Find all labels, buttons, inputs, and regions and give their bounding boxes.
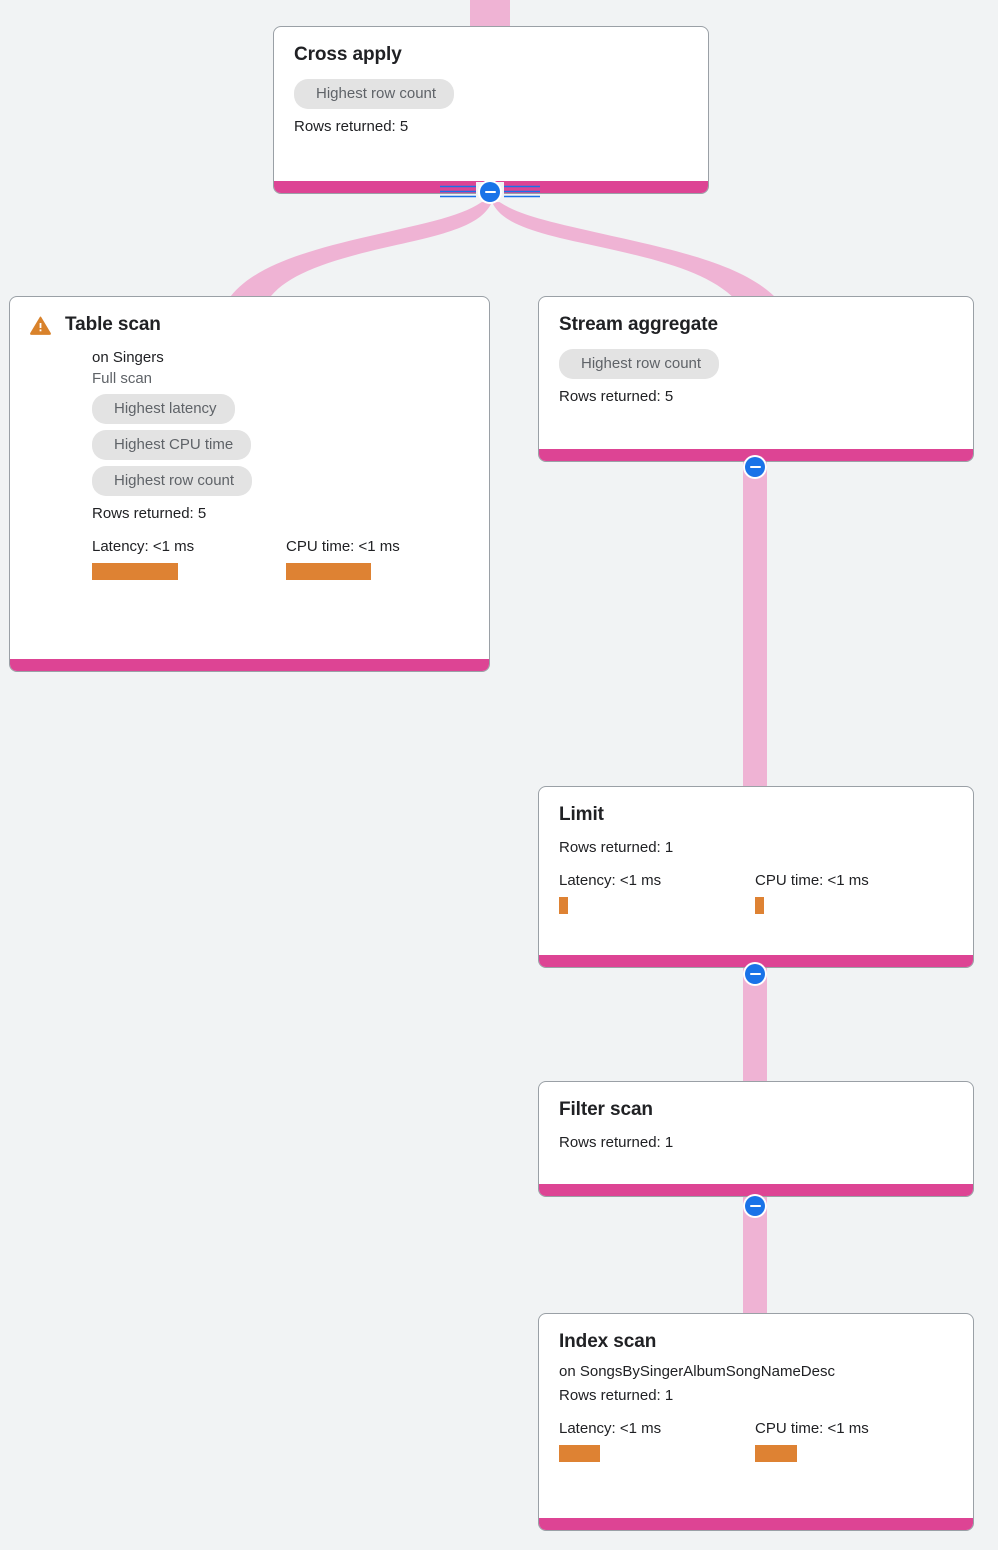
metric-cpu-time-bar [755, 1445, 797, 1462]
node-title-row: Cross apply [294, 43, 688, 67]
toggle-stream-aggregate[interactable] [743, 455, 767, 479]
metric-latency-bar [559, 1445, 600, 1462]
minus-circle-icon [745, 964, 765, 984]
metric-latency: Latency: <1 ms [559, 1419, 755, 1462]
chip-highest-row-count: Highest row count [559, 349, 720, 379]
node-accent-bar [539, 1518, 973, 1530]
rows-returned: Rows returned: 1 [559, 839, 674, 856]
edge-root-in [470, 0, 510, 28]
minus-circle-icon [745, 457, 765, 477]
metric-cpu-time-label: CPU time: <1 ms [755, 1420, 869, 1437]
node-index-scan[interactable]: Index scan on SongsBySingerAlbumSongName… [538, 1313, 974, 1531]
metric-cpu-time-label: CPU time: <1 ms [286, 538, 400, 555]
edge-crossapply-streamaggregate [492, 196, 778, 300]
metric-latency-bar [559, 897, 568, 914]
metric-cpu-time: CPU time: <1 ms [286, 537, 400, 580]
metric-latency-label: Latency: <1 ms [92, 538, 195, 555]
node-table-scan[interactable]: Table scan on Singers Full scan Highest … [9, 296, 490, 672]
metric-cpu-time: CPU time: <1 ms [755, 1419, 869, 1462]
node-title-row: Limit [559, 803, 953, 827]
metric-latency: Latency: <1 ms [92, 537, 286, 580]
chip-highest-latency: Highest latency [92, 394, 235, 424]
node-title-row: Filter scan [559, 1098, 953, 1122]
node-scan-type: Full scan [92, 370, 153, 387]
metric-cpu-time-label: CPU time: <1 ms [755, 872, 869, 889]
node-body: Limit Rows returned: 1 Latency: <1 ms CP… [539, 787, 973, 955]
node-body: Filter scan Rows returned: 1 [539, 1082, 973, 1184]
minus-glyph [484, 190, 496, 194]
node-title-row: Index scan [559, 1330, 953, 1354]
node-metrics: Latency: <1 ms CPU time: <1 ms [559, 871, 953, 914]
node-title: Limit [559, 804, 604, 825]
node-body: Index scan on SongsBySingerAlbumSongName… [539, 1314, 973, 1518]
chip-highest-row-count: Highest row count [294, 79, 455, 109]
node-chips: Highest row count [559, 349, 953, 379]
node-accent-bar [539, 1184, 973, 1196]
node-title: Table scan [65, 314, 161, 335]
metric-latency-label: Latency: <1 ms [559, 1420, 662, 1437]
metric-latency-bar [92, 563, 178, 580]
node-title: Stream aggregate [559, 314, 718, 335]
node-cross-apply[interactable]: Cross apply Highest row count Rows retur… [273, 26, 709, 194]
node-title-row: Stream aggregate [559, 313, 953, 337]
node-metrics: Latency: <1 ms CPU time: <1 ms [559, 1419, 953, 1462]
edge-crossapply-tablescan [228, 196, 492, 300]
node-stream-aggregate[interactable]: Stream aggregate Highest row count Rows … [538, 296, 974, 462]
metric-latency-label: Latency: <1 ms [559, 872, 662, 889]
minus-glyph [749, 972, 761, 976]
node-subtitle: on Singers [92, 349, 164, 366]
minus-circle-icon [480, 182, 500, 202]
node-subtitle: on SongsBySingerAlbumSongNameDesc [559, 1363, 835, 1380]
node-metrics: Latency: <1 ms CPU time: <1 ms [92, 537, 469, 580]
metric-cpu-time: CPU time: <1 ms [755, 871, 869, 914]
chip-highest-row-count: Highest row count [92, 466, 253, 496]
rows-returned: Rows returned: 5 [92, 505, 207, 522]
node-accent-bar [539, 955, 973, 967]
node-title-row: Table scan [30, 313, 469, 340]
node-chips: Highest latency Highest CPU time Highest… [92, 394, 469, 496]
node-title: Index scan [559, 1331, 657, 1352]
metric-latency: Latency: <1 ms [559, 871, 755, 914]
node-title: Filter scan [559, 1099, 653, 1120]
metric-cpu-time-bar [755, 897, 764, 914]
minus-glyph [749, 1204, 761, 1208]
edge-streamaggregate-limit [743, 460, 767, 790]
rows-returned: Rows returned: 5 [294, 118, 409, 135]
minus-circle-icon [745, 1196, 765, 1216]
rows-returned: Rows returned: 1 [559, 1387, 674, 1404]
rows-returned: Rows returned: 1 [559, 1134, 674, 1151]
chip-highest-cpu-time: Highest CPU time [92, 430, 252, 460]
toggle-limit[interactable] [743, 962, 767, 986]
toggle-cross-apply[interactable] [478, 180, 502, 204]
node-body: Cross apply Highest row count Rows retur… [274, 27, 708, 181]
metric-cpu-time-bar [286, 563, 371, 580]
node-title: Cross apply [294, 44, 402, 65]
toggle-filter-scan[interactable] [743, 1194, 767, 1218]
node-body: Stream aggregate Highest row count Rows … [539, 297, 973, 449]
minus-glyph [749, 465, 761, 469]
warning-triangle-icon [30, 316, 51, 340]
node-chips: Highest row count [294, 79, 688, 109]
rows-returned: Rows returned: 5 [559, 388, 674, 405]
node-body: Table scan on Singers Full scan Highest … [10, 297, 489, 659]
node-limit[interactable]: Limit Rows returned: 1 Latency: <1 ms CP… [538, 786, 974, 968]
node-filter-scan[interactable]: Filter scan Rows returned: 1 [538, 1081, 974, 1197]
node-accent-bar [10, 659, 489, 671]
